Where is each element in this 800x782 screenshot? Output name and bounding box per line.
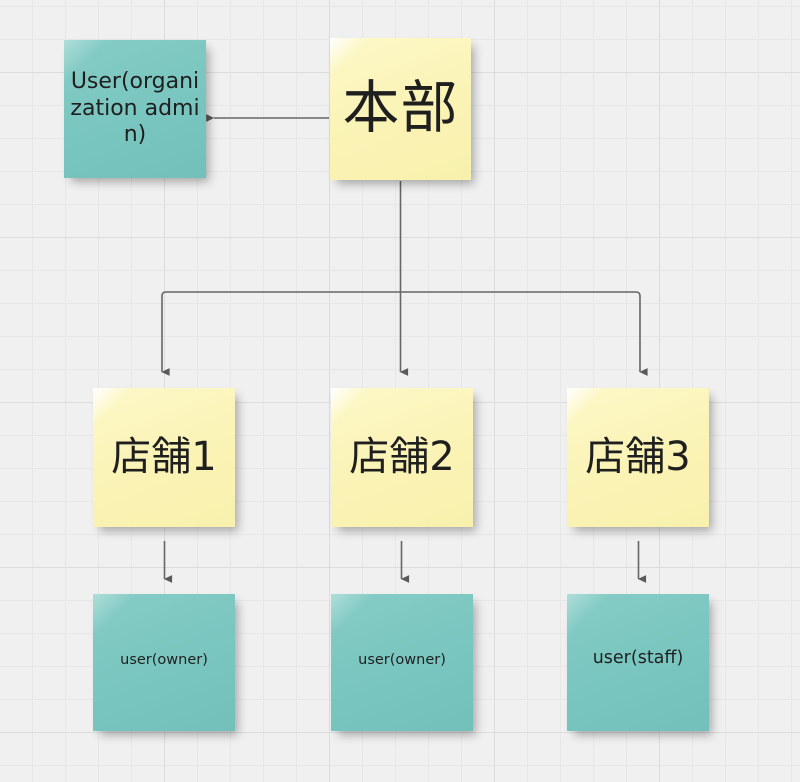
node-store-2-label: 店舗2 xyxy=(349,434,455,481)
node-store-2-user[interactable]: user(owner) xyxy=(331,594,473,731)
node-store-1-user-label: user(owner) xyxy=(120,652,208,668)
node-org-admin-user[interactable]: User(organization admin) xyxy=(64,40,206,178)
edge-bus-to-store-3 xyxy=(400,291,648,376)
edge-bus-to-store-1 xyxy=(161,291,401,376)
node-headquarters-label: 本部 xyxy=(342,75,459,142)
node-store-2[interactable]: 店舗2 xyxy=(331,388,473,527)
node-store-3-label: 店舗3 xyxy=(585,434,691,481)
node-store-3-user-label: user(staff) xyxy=(592,648,684,668)
node-store-1-user[interactable]: user(owner) xyxy=(93,594,235,731)
node-store-2-user-label: user(owner) xyxy=(358,652,446,668)
node-org-admin-user-label: User(organization admin) xyxy=(70,68,200,148)
node-store-3-user[interactable]: user(staff) xyxy=(567,594,709,731)
node-store-3[interactable]: 店舗3 xyxy=(567,388,709,527)
node-store-1[interactable]: 店舗1 xyxy=(93,388,235,527)
node-store-1-label: 店舗1 xyxy=(111,434,217,481)
node-headquarters[interactable]: 本部 xyxy=(330,38,471,180)
